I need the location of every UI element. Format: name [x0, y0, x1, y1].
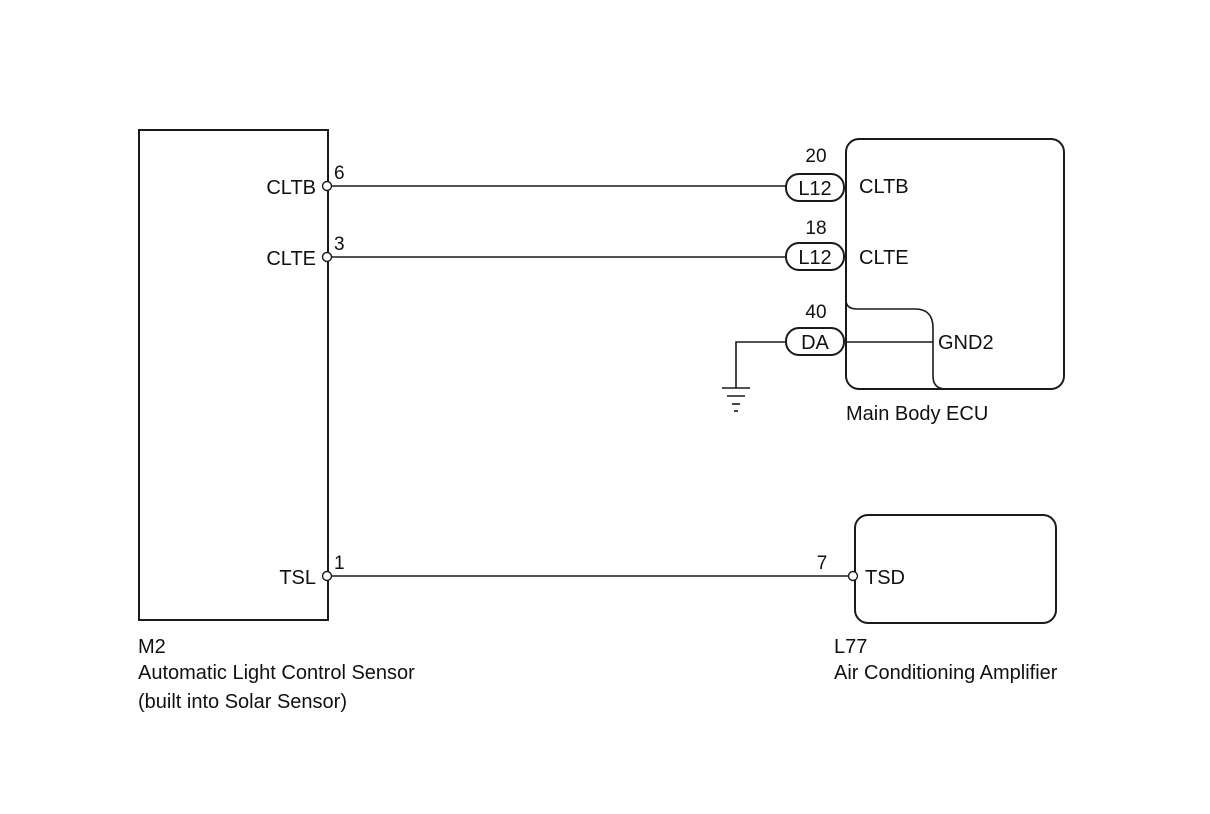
- ecu-name: Main Body ECU: [846, 403, 988, 425]
- sensor-terminal-label: CLTB: [266, 177, 316, 199]
- ecu-pin-number: 20: [805, 146, 826, 167]
- sensor-pin-number: 1: [334, 553, 345, 574]
- sensor-pin-number: 3: [334, 234, 345, 255]
- terminal-tsl-icon: [321, 570, 333, 582]
- ecu-pin-number: 40: [805, 302, 826, 323]
- terminal-clte-icon: [321, 251, 333, 263]
- sensor-pin-number: 6: [334, 163, 345, 184]
- amplifier-name: Air Conditioning Amplifier: [834, 662, 1058, 684]
- ecu-terminal-label: CLTE: [859, 247, 909, 269]
- amplifier-code: L77: [834, 636, 867, 658]
- terminal-tsd-icon: [847, 570, 859, 582]
- terminal-cltb-icon: [321, 180, 333, 192]
- ecu-internal-ground-wire: [845, 299, 947, 390]
- amplifier-pin-number: 7: [817, 553, 828, 574]
- amplifier-terminal-label: TSD: [865, 567, 905, 589]
- ground-symbol-icon: [722, 387, 750, 412]
- connector-l12-clte: [785, 242, 845, 271]
- ground-wire: [735, 341, 786, 388]
- sensor-box: [138, 129, 329, 621]
- sensor-name: Automatic Light Control Sensor: [138, 662, 415, 684]
- connector-da: [785, 327, 845, 356]
- ecu-pin-number: 18: [805, 218, 826, 239]
- connector-l12-cltb: [785, 173, 845, 202]
- amplifier-box: [854, 514, 1057, 624]
- connector-label: DA: [801, 332, 829, 354]
- ecu-terminal-label: GND2: [938, 332, 994, 354]
- ecu-terminal-label: CLTB: [859, 176, 909, 198]
- sensor-note: (built into Solar Sensor): [138, 691, 347, 713]
- sensor-terminal-label: TSL: [279, 567, 316, 589]
- connector-label: L12: [798, 247, 831, 269]
- ecu-box: [845, 138, 1065, 390]
- sensor-terminal-label: CLTE: [266, 248, 316, 270]
- sensor-code: M2: [138, 636, 166, 658]
- connector-label: L12: [798, 178, 831, 200]
